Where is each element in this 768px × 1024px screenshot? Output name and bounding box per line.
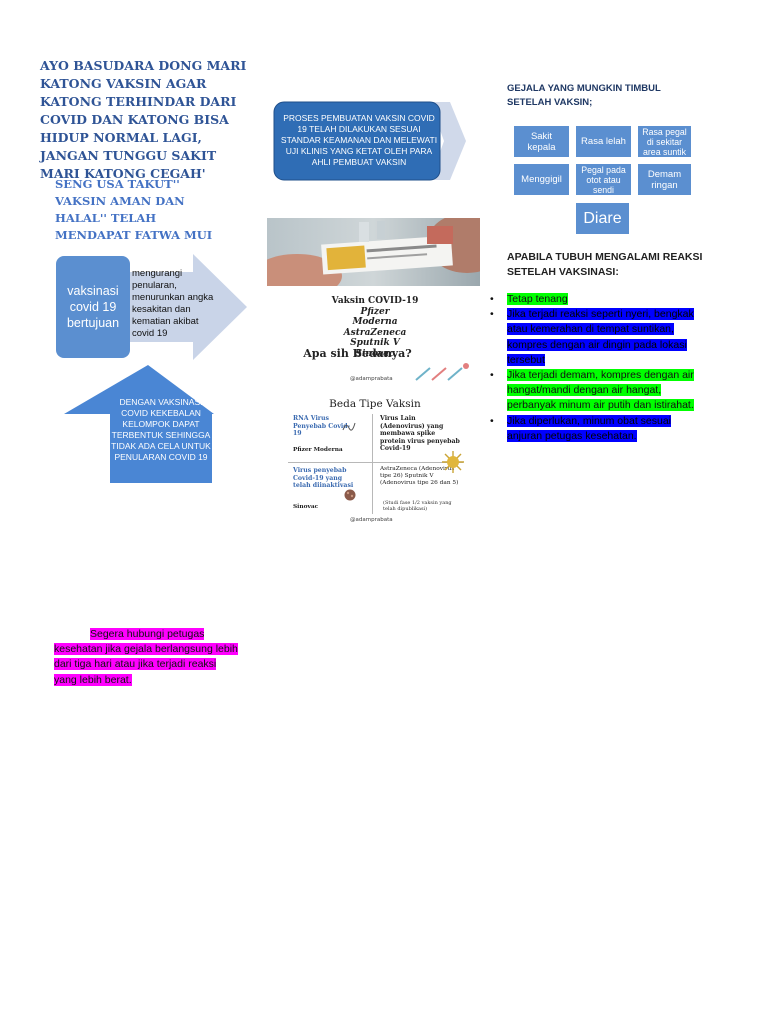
- rna-type-vaccines: Pfizer Moderna: [293, 447, 343, 453]
- herd-immunity-text: DENGAN VAKSINASI COVID KEKEBALAN KELOMPO…: [111, 397, 211, 462]
- process-text: PROSES PEMBUATAN VAKSIN COVID 19 TELAH D…: [280, 113, 438, 167]
- types-divider-horizontal: [288, 462, 463, 463]
- symptom-box: Menggigil: [514, 164, 569, 195]
- adenovirus-type-heading: Virus Lain (Adenovirus) yang membawa spi…: [380, 415, 460, 452]
- types-divider-vertical: [372, 414, 373, 514]
- reaction-step: Jika diperlukan, minum obat sesuai anjur…: [507, 414, 672, 442]
- subheadline: SENG USA TAKUT'' VAKSIN AMAN DAN HALAL''…: [55, 177, 213, 242]
- virus-icon: [442, 451, 464, 473]
- adenovirus-type-vaccines: AstraZeneca (Adenovirus tipe 26) Sputnik…: [380, 466, 459, 486]
- vaccine-list: Vaksin COVID-19 Pfizer Moderna AstraZene…: [300, 296, 450, 359]
- list-item: Jika terjadi reaksi seperti nyeri, bengk…: [490, 307, 702, 368]
- vaccine-name: Pfizer: [360, 306, 390, 317]
- symptom-box: Diare: [576, 203, 629, 234]
- list-item: Jika diperlukan, minum obat sesuai anjur…: [490, 414, 702, 444]
- reaction-step: Jika terjadi reaksi seperti nyeri, bengk…: [507, 308, 694, 366]
- symptom-box: Demam ringan: [638, 164, 691, 195]
- vaccine-list-title: Vaksin COVID-19: [331, 296, 419, 306]
- symptom-box: Pegal pada otot atau sendi: [576, 164, 631, 195]
- reaction-step: Jika terjadi demam, kompres dengan air h…: [507, 369, 694, 412]
- author-handle: @adamprabata: [350, 376, 393, 382]
- vaccine-question: Apa sih Bedanya?: [303, 347, 412, 360]
- symptom-box: Rasa lelah: [576, 126, 631, 157]
- purpose-description: mengurangi penularan, menurunkan angka k…: [132, 268, 214, 339]
- vaccine-name: Sputnik V: [350, 338, 400, 348]
- inactivated-type-vaccines: Sinovac: [293, 504, 319, 510]
- study-note: (Studi fase 1/2 vaksin yang telah dipubl…: [383, 500, 452, 512]
- virus-icon: [344, 489, 356, 501]
- symptom-box: Rasa pegal di sekitar area suntik: [638, 126, 691, 157]
- syringe-icon: [415, 363, 469, 381]
- reaction-list: Tetap tenang Jika terjadi reaksi seperti…: [490, 292, 702, 444]
- purpose-arrow-shape: [125, 254, 247, 360]
- inactivated-type-heading: Virus penyebab Covid-19 yang telah diina…: [293, 467, 354, 489]
- purpose-label-box: vaksinasi covid 19 bertujuan: [56, 256, 130, 358]
- herd-immunity-arrow-shape: [64, 365, 214, 483]
- reaction-step: Tetap tenang: [507, 293, 568, 305]
- rna-strand-icon: [342, 422, 356, 431]
- symptom-box: Sakit kepala: [514, 126, 569, 157]
- vaccine-name: AstraZeneca: [343, 327, 407, 338]
- vaccine-name: Moderna: [352, 317, 398, 327]
- process-chevron-shape: [273, 101, 466, 181]
- author-handle: @adamprabata: [350, 517, 393, 523]
- reaction-title: APABILA TUBUH MENGALAMI REAKSI SETELAH V…: [507, 251, 703, 278]
- vaccine-photo: [267, 218, 480, 286]
- symptoms-title: GEJALA YANG MUNGKIN TIMBUL SETELAH VAKSI…: [507, 83, 661, 108]
- list-item: Tetap tenang: [490, 292, 702, 307]
- urgent-note: Segera hubungi petugas kesehatan jika ge…: [54, 627, 239, 688]
- rna-type-heading: RNA Virus Penyebab Covid-19: [293, 415, 351, 437]
- vaccine-types-title: Beda Tipe Vaksin: [329, 398, 421, 410]
- vaccine-name: Sinovac: [355, 348, 395, 359]
- urgent-note-text: Segera hubungi petugas kesehatan jika ge…: [54, 628, 238, 686]
- headline: AYO BASUDARA DONG MARI KATONG VAKSIN AGA…: [40, 58, 247, 181]
- list-item: Jika terjadi demam, kompres dengan air h…: [490, 368, 702, 414]
